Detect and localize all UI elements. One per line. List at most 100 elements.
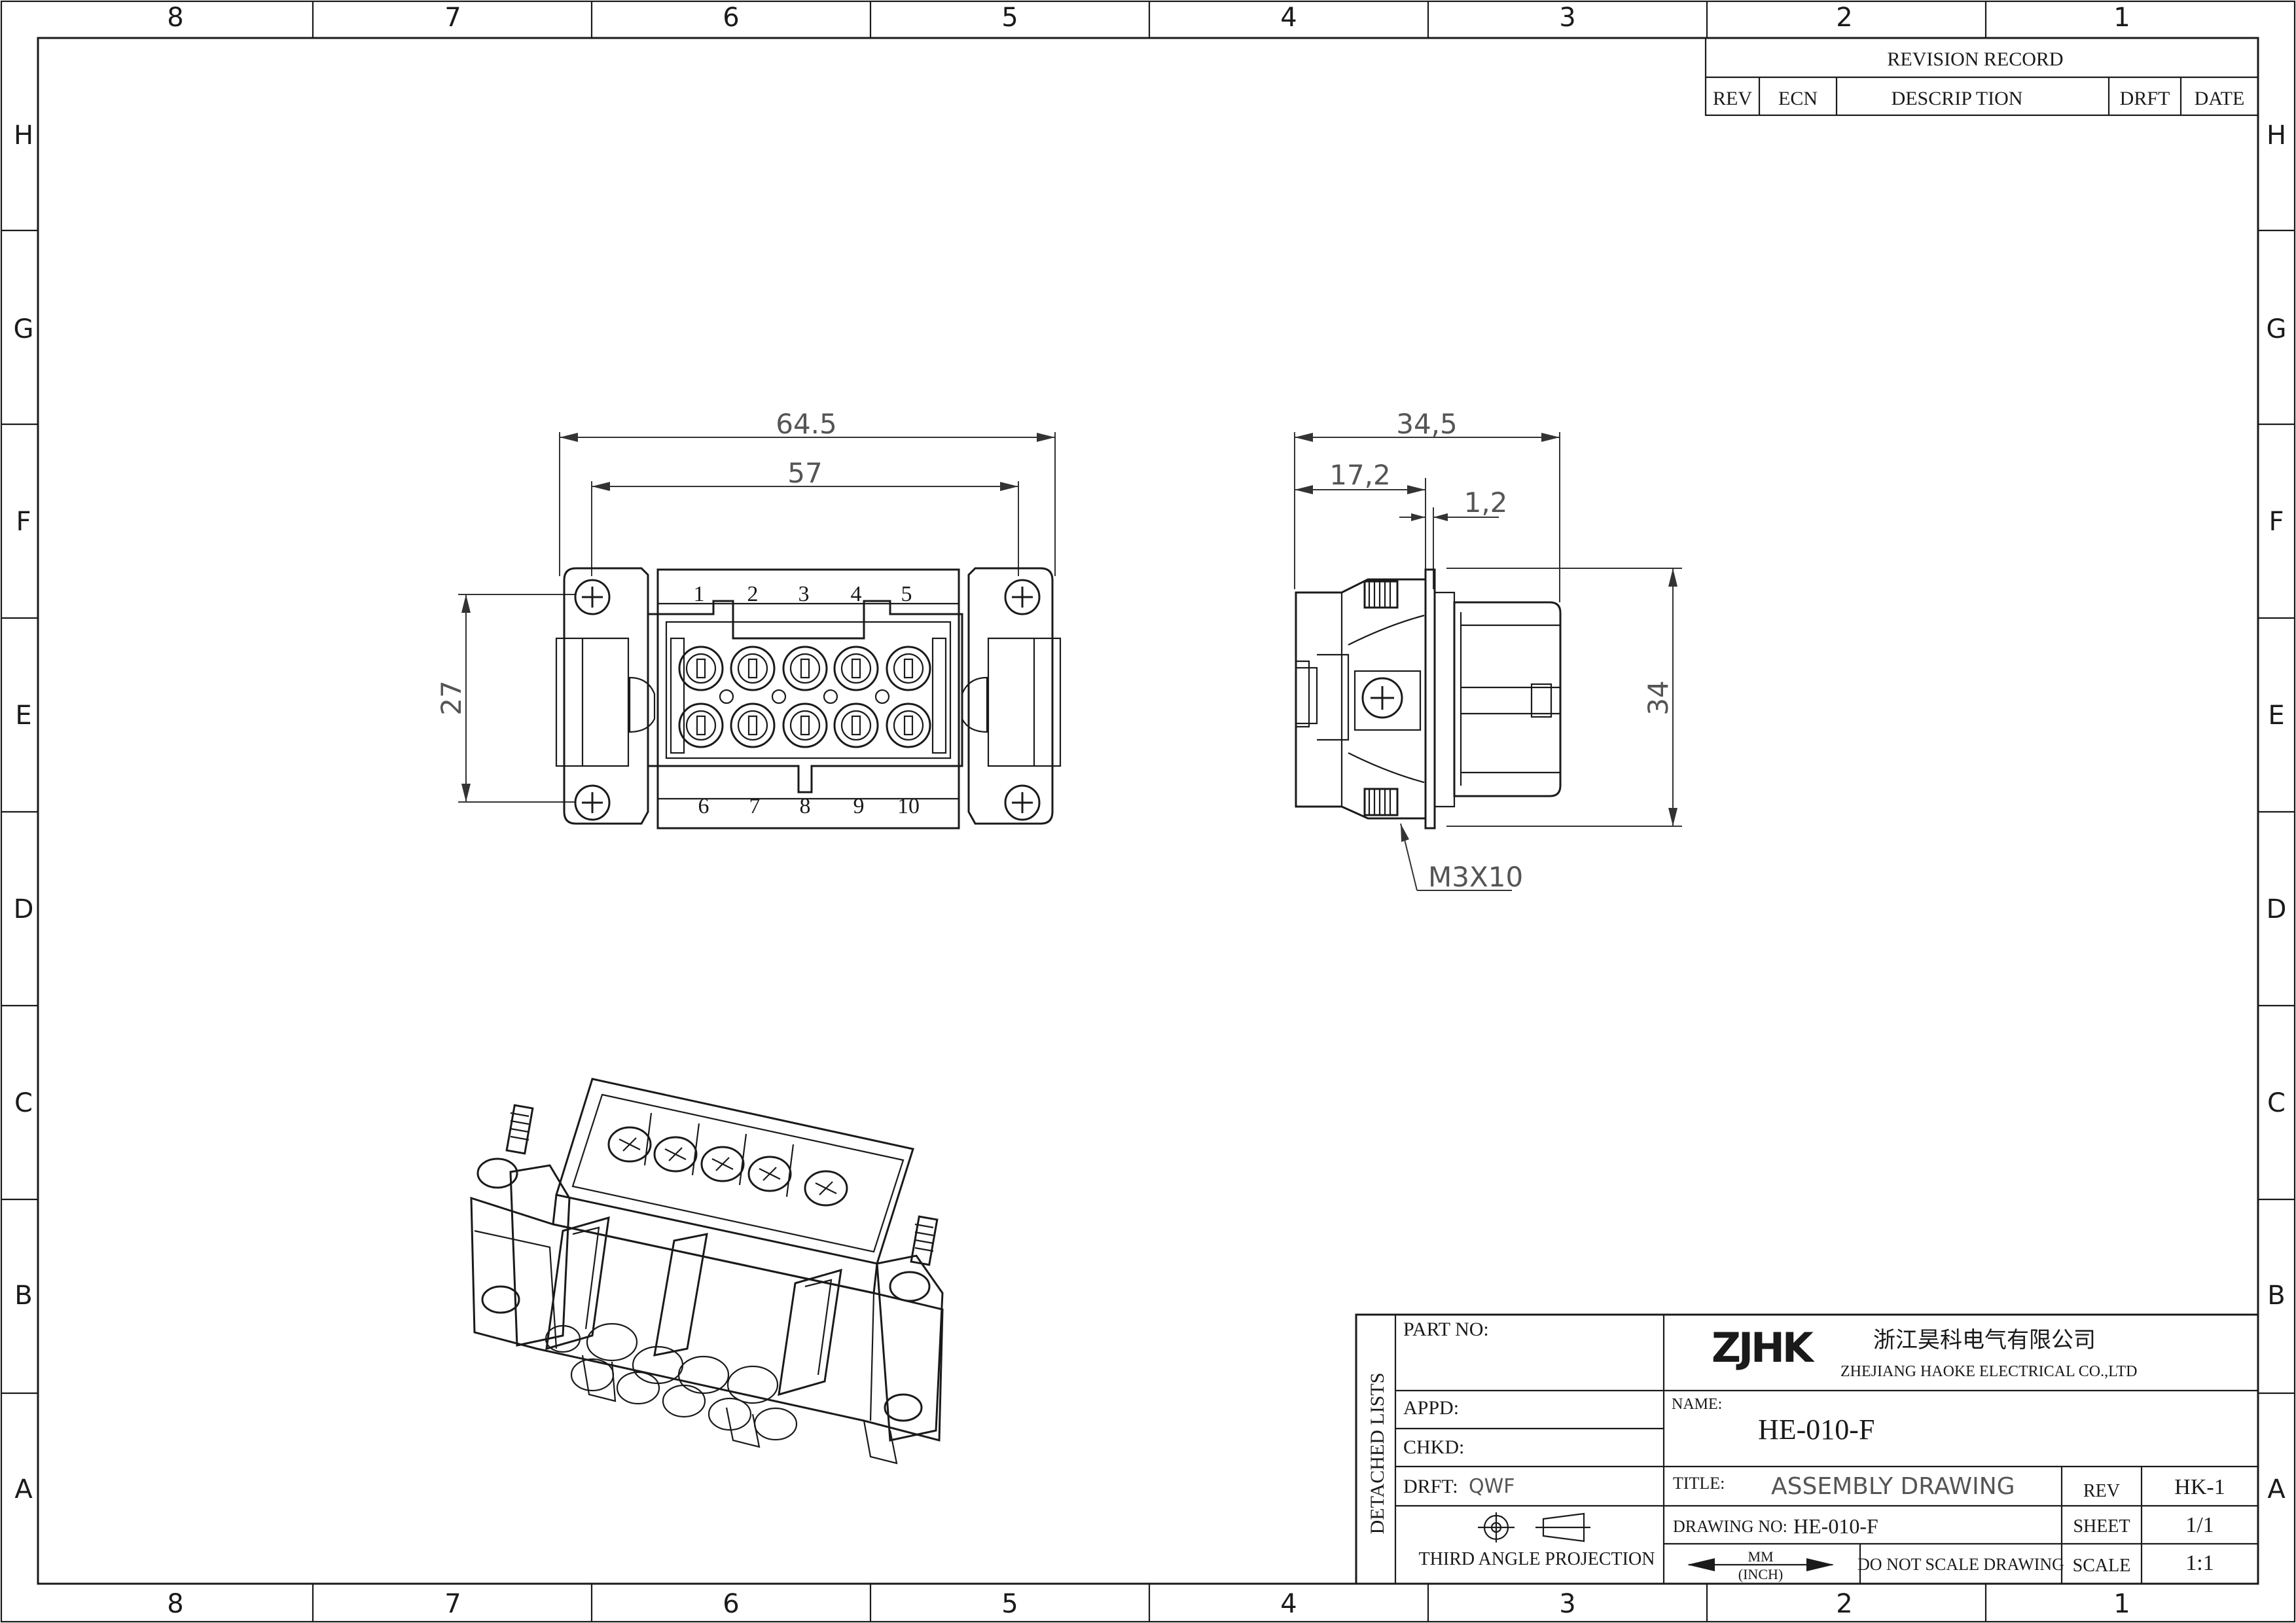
contact-terminal-icon — [730, 646, 776, 691]
contact-terminal-icon — [833, 646, 879, 691]
zone-col-8-bottom: 8 — [167, 1589, 183, 1619]
zone-column-labels: 8 7 6 5 4 3 2 1 8 7 6 5 4 3 2 1 — [167, 3, 2130, 1619]
drawing-no-value: HE-010-F — [1793, 1514, 1878, 1538]
detached-lists-label: DETACHED LISTS — [1367, 1373, 1388, 1535]
title-value: ASSEMBLY DRAWING — [1771, 1473, 2015, 1500]
rev-value: HK-1 — [2174, 1475, 2225, 1499]
dimension-side-height: 34 — [1446, 568, 1682, 827]
terminal-screw-icon — [804, 1170, 848, 1207]
isometric-view — [470, 1078, 944, 1465]
company-name-cn: 浙江昊科电气有限公司 — [1873, 1328, 2096, 1353]
locking-screw-icon — [1363, 580, 1399, 609]
scale-label: SCALE — [2073, 1556, 2131, 1576]
projection-label: THIRD ANGLE PROJECTION — [1419, 1549, 1655, 1569]
zone-row-d: D — [14, 894, 34, 924]
zone-row-b: B — [14, 1281, 32, 1311]
zjhk-logo: ZJHK — [1712, 1324, 1818, 1372]
dimension-plate-thickness: 1,2 — [1399, 486, 1507, 589]
zone-col-4-bottom: 4 — [1280, 1589, 1297, 1619]
revision-record-table: REVISION RECORD REV ECN DESCRIP TION DRF… — [1704, 37, 2259, 117]
locking-screw-icon — [1363, 788, 1399, 816]
revision-header-date: DATE — [2195, 88, 2245, 109]
contact-terminal-icon — [782, 646, 828, 691]
zone-col-2: 2 — [1836, 3, 1852, 33]
pin-number-6: 6 — [698, 794, 709, 818]
zone-col-1: 1 — [2113, 3, 2130, 33]
zone-col-1-bottom: 1 — [2113, 1589, 2130, 1619]
front-mount-screws — [574, 579, 1041, 821]
drft-label: DRFT: — [1403, 1476, 1458, 1497]
third-angle-projection-icon — [1478, 1512, 1590, 1542]
zone-row-e: E — [15, 701, 31, 731]
contact-terminal-icon — [730, 702, 776, 748]
unit-inch: (INCH) — [1738, 1566, 1783, 1582]
iso-mount-screws — [476, 1104, 939, 1422]
part-no-label: PART NO: — [1403, 1319, 1489, 1340]
pin-number-1: 1 — [694, 582, 705, 606]
zone-col-8: 8 — [167, 3, 183, 33]
front-view: 64.5 57 27 — [435, 408, 1062, 830]
front-contacts-top-row — [678, 646, 931, 691]
revision-header-ecn: ECN — [1778, 88, 1818, 109]
zone-row-f: F — [16, 507, 31, 537]
dim-64-5-label: 64.5 — [776, 408, 837, 440]
pin-number-9: 9 — [853, 794, 865, 818]
dim-17-2-label: 17,2 — [1329, 459, 1391, 491]
zone-col-4: 4 — [1280, 3, 1297, 33]
dim-27-label: 27 — [435, 680, 467, 715]
dimension-front-height: 27 — [435, 594, 576, 803]
zone-col-3: 3 — [1559, 3, 1575, 33]
pin-number-10: 10 — [897, 794, 920, 818]
terminal-screw-icon — [653, 1136, 698, 1173]
zone-row-c-right: C — [2267, 1088, 2286, 1118]
zone-row-labels: H G F E D C B A H G F E D C B A — [14, 120, 2287, 1504]
contact-terminal-icon — [678, 702, 724, 748]
side-view: 34,5 17,2 1,2 34 — [1294, 408, 1682, 893]
revision-header-rev: REV — [1713, 88, 1752, 109]
front-contacts-bottom-row — [678, 702, 931, 748]
contact-terminal-icon — [886, 702, 931, 748]
zone-row-g: G — [14, 314, 34, 344]
phillips-screw-icon — [574, 784, 611, 821]
pin-number-5: 5 — [901, 582, 912, 606]
phillips-screw-icon — [1004, 579, 1041, 615]
terminal-screw-icon — [607, 1126, 652, 1163]
contact-terminal-icon — [782, 702, 828, 748]
dim-1-2-label: 1,2 — [1464, 486, 1508, 519]
sheet-value: 1/1 — [2185, 1513, 2214, 1537]
name-label: NAME: — [1672, 1396, 1722, 1413]
phillips-screw-icon — [574, 579, 611, 615]
title-label: TITLE: — [1673, 1474, 1725, 1493]
terminal-screw-icon — [747, 1156, 792, 1192]
zone-row-a-right: A — [2267, 1474, 2286, 1504]
front-pilot-holes — [719, 689, 890, 704]
terminal-screw-icon — [700, 1146, 745, 1182]
zone-col-3-bottom: 3 — [1559, 1589, 1575, 1619]
threaded-screw-icon — [889, 1215, 939, 1302]
pin-number-3: 3 — [798, 582, 810, 606]
zone-col-7: 7 — [444, 3, 461, 33]
zone-col-5: 5 — [1001, 3, 1018, 33]
zone-row-e-right: E — [2268, 701, 2284, 731]
zone-row-a: A — [14, 1474, 33, 1504]
contact-terminal-icon — [678, 646, 724, 691]
zone-col-5-bottom: 5 — [1001, 1589, 1018, 1619]
revision-record-title: REVISION RECORD — [1887, 48, 2063, 70]
dim-34-label: 34 — [1642, 680, 1674, 715]
pin-numbers-bottom: 6 7 8 9 10 — [698, 794, 920, 818]
drft-value: QWF — [1469, 1475, 1515, 1498]
unit-mm: MM — [1748, 1548, 1773, 1565]
threaded-screw-icon — [476, 1104, 534, 1189]
company-name-en: ZHEJIANG HAOKE ELECTRICAL CO.,LTD — [1840, 1363, 2138, 1380]
zone-row-b-right: B — [2267, 1281, 2285, 1311]
front-housing — [555, 567, 1062, 830]
screw-callout-label: M3X10 — [1428, 861, 1523, 893]
side-housing — [1295, 568, 1562, 830]
pin-number-8: 8 — [800, 794, 811, 818]
contact-terminal-icon — [886, 646, 931, 691]
phillips-screw-icon — [1004, 784, 1041, 821]
appd-label: APPD: — [1403, 1397, 1459, 1419]
dimension-mount-width: 57 — [591, 457, 1019, 576]
